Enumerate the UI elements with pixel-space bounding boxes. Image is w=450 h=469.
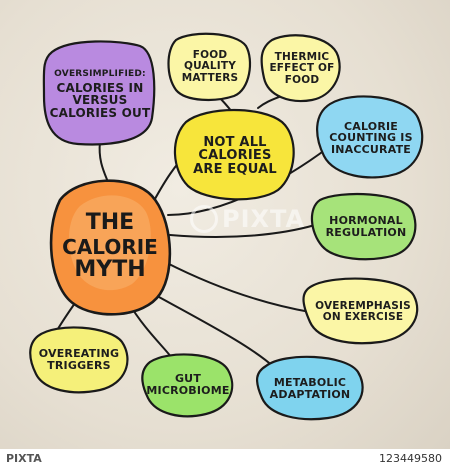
footer-bar: PIXTA 123449580 [0,449,450,469]
node-exercise-line2: on exercise [322,311,404,323]
node-microbiome: Gut microbiome [142,356,234,414]
node-food-quality-line2: quality [183,60,237,73]
node-center-line1: The [85,210,135,236]
node-counting: Calorie counting is inaccurate [320,100,422,176]
node-not-all-line1: Not all [203,134,267,150]
connector-metabolic [149,291,276,369]
node-center-line2: Calorie [62,234,158,259]
connector-oversimplified [98,141,109,183]
footer-brand: PIXTA [6,452,42,465]
bubble-hormonal [310,192,417,261]
node-oversimplified-line2: calories in [56,80,144,95]
mind-map-canvas [29,32,424,421]
bubble-exercise [302,277,419,345]
node-overeating-line1: Overeating [38,347,120,361]
node-thermic: Thermic effect of food [264,38,340,100]
node-thermic-line2: effect of [269,62,335,75]
node-not-all-line2: calories [198,148,272,164]
watermark-text: PIXTA [222,205,306,233]
node-food-quality-line1: Food [192,49,228,62]
node-oversimplified-line4: calories out [49,106,151,121]
bubble-oversimplified [42,40,156,146]
bubble-thermic [260,34,341,103]
node-overeating: Overeating triggers [30,330,128,390]
bubble-food-quality [167,32,252,102]
node-exercise-line1: Overemphasis [315,299,411,312]
node-hormonal-line1: Hormonal [329,214,403,228]
node-microbiome-line2: microbiome [146,384,230,397]
node-metabolic-line1: Metabolic [273,376,347,390]
node-hormonal: Hormonal regulation [314,196,418,258]
node-oversimplified-line1: Oversimplified: [54,69,146,80]
bubble-metabolic [256,355,364,421]
node-food-quality-line3: matters [181,71,239,84]
node-exercise: Overemphasis on exercise [306,282,420,342]
bubble-not-all [173,108,295,201]
footer-image-number: 123449580 [379,452,442,465]
node-thermic-line3: food [284,73,320,86]
bubble-center-highlight [68,195,151,291]
connector-hormonal [169,224,316,238]
node-metabolic: Metabolic adaptation [258,360,362,418]
node-oversimplified: Oversimplified: calories in versus calor… [46,48,154,142]
node-food-quality: Food quality matters [170,36,250,98]
node-counting-line3: inaccurate [330,142,412,156]
node-counting-line2: counting is [329,131,413,145]
node-not-all: Not all calories are equal [180,114,290,198]
node-counting-line1: Calorie [343,119,399,133]
connector-exercise [164,261,311,313]
bubble-counting [316,95,424,179]
node-thermic-line1: Thermic [274,51,330,64]
node-microbiome-line1: Gut [174,372,202,386]
node-not-all-line3: are equal [193,161,277,177]
node-metabolic-line2: adaptation [269,388,351,401]
bubble-overeating [29,326,129,394]
node-hormonal-line2: regulation [325,226,407,239]
node-overeating-line2: triggers [47,359,111,372]
node-center: The Calorie Myth [52,182,168,312]
node-center-line3: Myth [74,257,146,283]
watermark-logo-icon [190,205,218,233]
bubble-microbiome [141,353,234,418]
watermark: PIXTA [190,205,305,233]
node-oversimplified-line3: versus [72,93,128,108]
